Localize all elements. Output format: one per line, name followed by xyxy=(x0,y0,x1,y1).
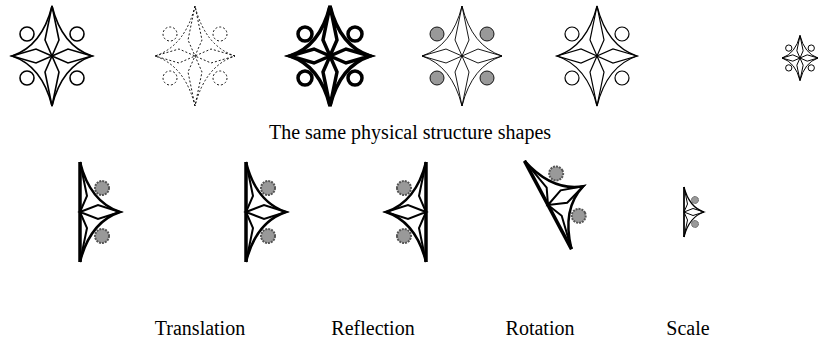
transform-label: Translation xyxy=(155,316,245,340)
caption-text: The same physical structure shapes xyxy=(269,120,551,144)
transform-label: Scale xyxy=(666,316,709,340)
transform-label: Rotation xyxy=(506,316,575,340)
transform-label: Reflection xyxy=(331,316,414,340)
